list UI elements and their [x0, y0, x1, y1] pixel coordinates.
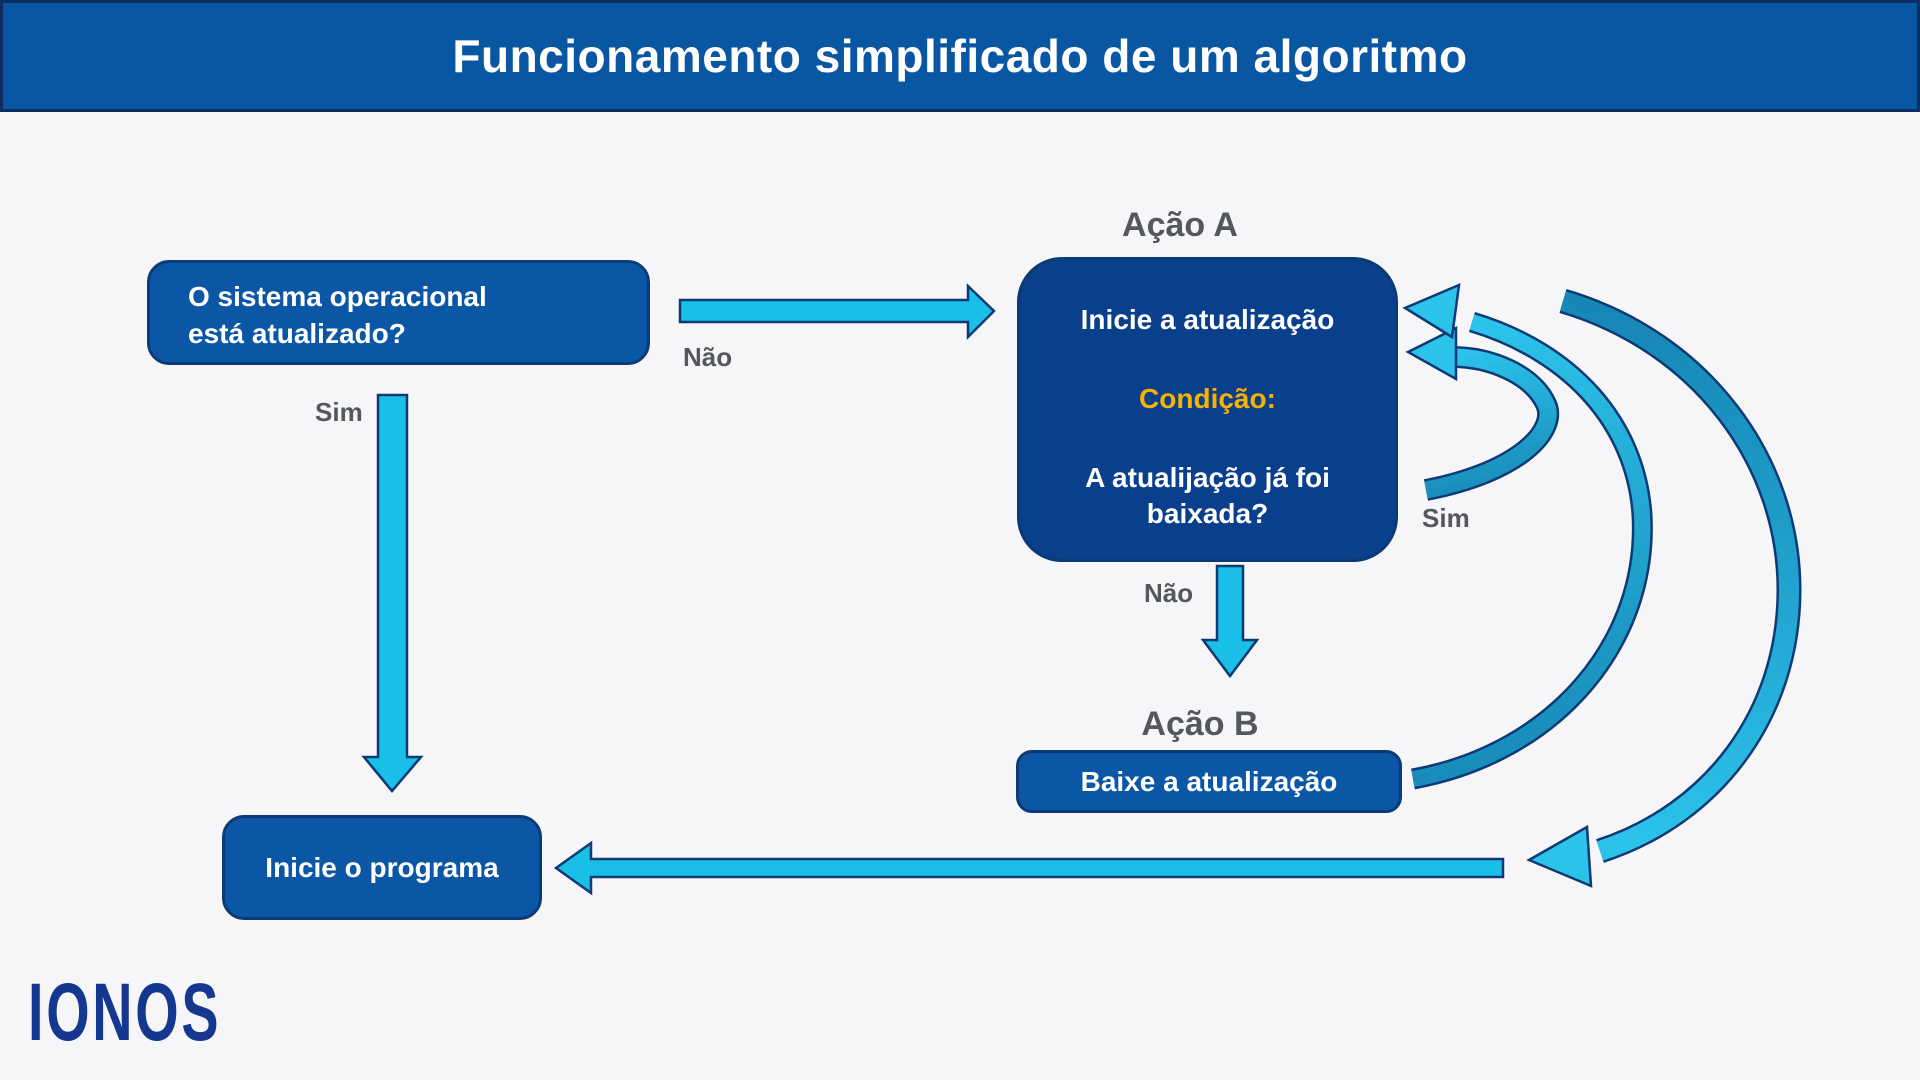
- action-b-text: Baixe a atualização: [1080, 765, 1338, 797]
- sim-label-loop: Sim: [1422, 503, 1470, 533]
- page-title: Funcionamento simplificado de um algorit…: [452, 30, 1468, 82]
- nao-down-arrow: [1200, 564, 1260, 679]
- action-a-condition: Condição:: [1139, 383, 1276, 414]
- action-b-box: Baixe a atualização: [1016, 750, 1402, 813]
- start-program-box: Inicie o programa: [222, 815, 542, 920]
- sim-label-left: Sim: [315, 397, 363, 427]
- action-a-line1: Inicie a atualização: [1080, 304, 1335, 335]
- action-a-line3: baixada?: [1146, 498, 1269, 529]
- action-b-label: Ação B: [1141, 705, 1259, 743]
- sim-loop-arc: [1405, 325, 1560, 501]
- nao-label-bottom: Não: [1144, 578, 1194, 608]
- action-a-line2: A atualijação já foi: [1085, 462, 1330, 493]
- ionos-logo: IONOS: [28, 967, 222, 1058]
- nao-label-top: Não: [683, 342, 733, 372]
- bottom-left-arrow: [553, 840, 1505, 896]
- spacer: [1020, 338, 1395, 381]
- action-a-box: Inicie a atualização Condição: A atualij…: [1017, 257, 1398, 562]
- question-line1: O sistema operacional: [188, 281, 487, 312]
- action-b-return-arc: [1402, 282, 1653, 790]
- outer-arc-to-start: [1526, 289, 1802, 888]
- start-program-text: Inicie o programa: [265, 851, 499, 883]
- action-a-label: Ação A: [1122, 206, 1238, 244]
- title-bar: Funcionamento simplificado de um algorit…: [0, 0, 1920, 112]
- nao-right-arrow: [678, 283, 996, 341]
- sim-down-arrow: [361, 393, 424, 793]
- question-line2: está atualizado?: [188, 318, 406, 349]
- question-box: O sistema operacional está atualizado?: [147, 260, 650, 365]
- spacer: [1020, 417, 1395, 460]
